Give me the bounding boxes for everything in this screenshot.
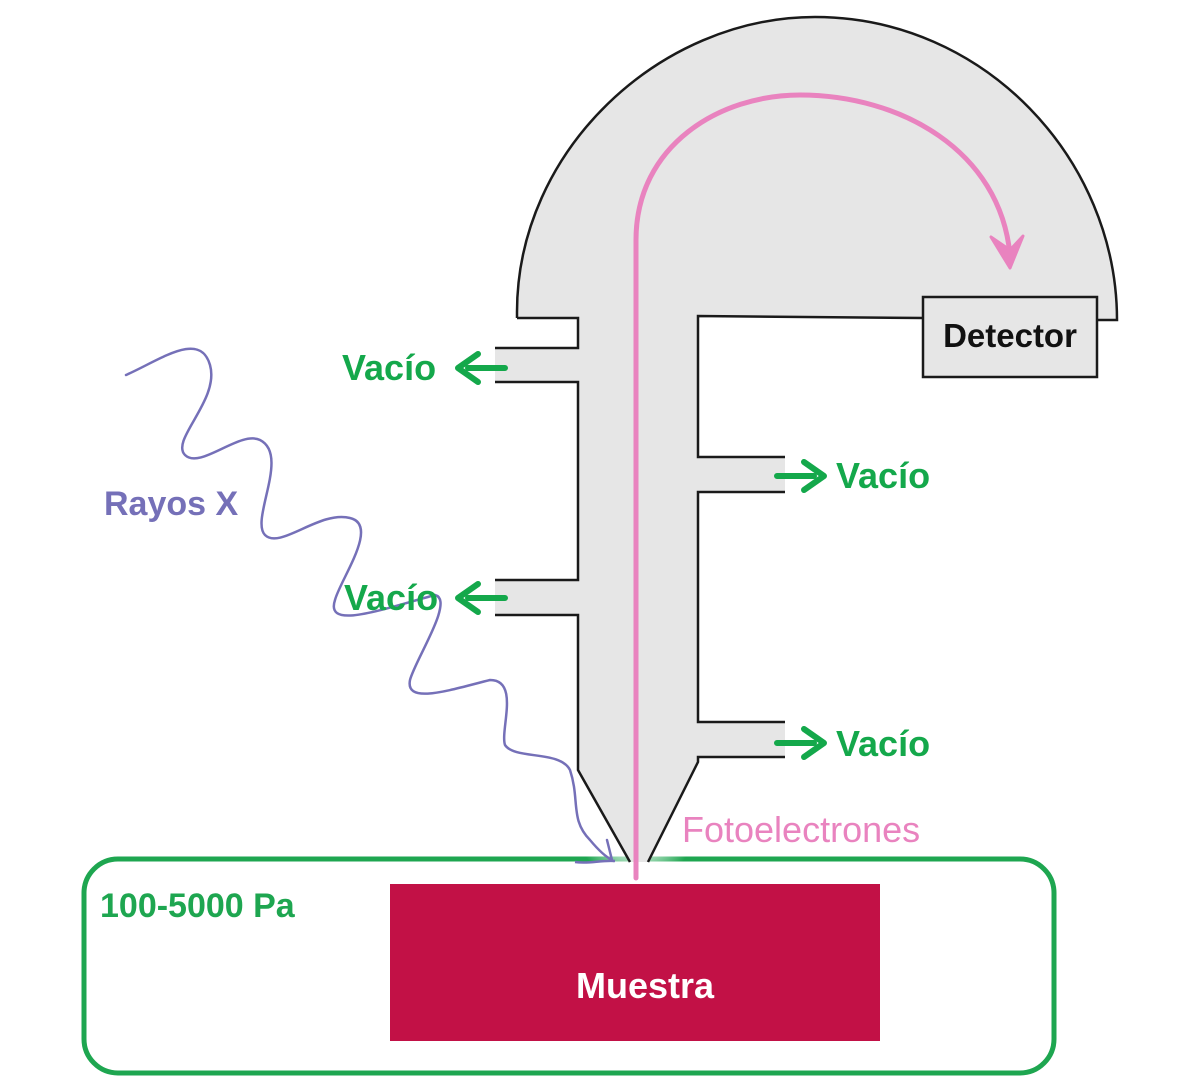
photoelectron-arrowhead-icon	[989, 234, 1025, 270]
vacuum-label: Vacío	[836, 455, 930, 496]
detector-label: Detector	[943, 317, 1077, 354]
xray-wave	[124, 347, 614, 863]
vacuum-port-lower-right: Vacío	[774, 723, 930, 764]
photoelectron-path	[633, 92, 1013, 881]
vacuum-port-upper-left: Vacío	[342, 347, 508, 388]
chamber-outline	[495, 15, 1119, 863]
arrow-left-icon	[455, 351, 508, 385]
arrow-right-icon	[774, 726, 827, 760]
pressure-label: 100-5000 Pa	[100, 887, 296, 925]
vacuum-port-lower-left: Vacío	[344, 577, 508, 618]
photoelectrons-label: Fotoelectrones	[682, 809, 920, 850]
vacuum-label: Vacío	[342, 347, 436, 388]
arrow-right-icon	[774, 459, 827, 493]
xray-wave-tail	[574, 859, 616, 864]
xray-label: Rayos X	[104, 485, 238, 523]
detector-box	[921, 295, 1099, 379]
analyzer-chamber	[495, 17, 1117, 862]
vacuum-label: Vacío	[836, 723, 930, 764]
sample-label: Muestra	[576, 965, 715, 1006]
sample-excitation-glow	[516, 824, 756, 944]
arrow-left-icon	[455, 581, 508, 615]
vacuum-label: Vacío	[344, 577, 438, 618]
vacuum-port-upper-right: Vacío	[774, 455, 930, 496]
